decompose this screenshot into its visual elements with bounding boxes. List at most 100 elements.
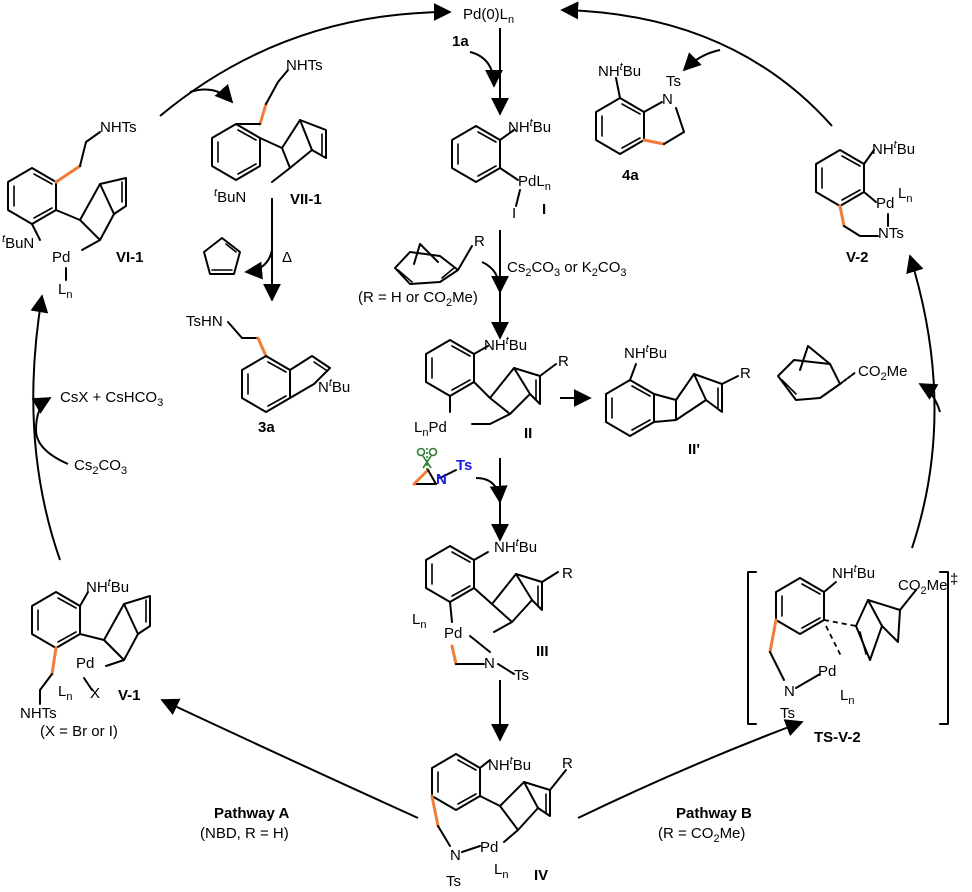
svg-text:V-2: V-2: [846, 249, 869, 266]
transition-state-TS-V2: ‡ NHtBu CO2Me Pd Ln N Ts TS-V-2: [747, 563, 958, 746]
svg-text:Cs2CO3: Cs2CO3: [74, 457, 127, 477]
intermediate-VI1: NHTs tBuN Pd Ln VI-1: [2, 119, 144, 301]
intermediate-V2: NHtBu Pd Ln NTs V-2: [815, 139, 915, 266]
arrow-cs2co3-in: [31, 397, 69, 465]
svg-text:NHtBu: NHtBu: [508, 117, 551, 136]
svg-text:IV: IV: [534, 867, 548, 884]
cyclopentadiene: Δ: [203, 237, 292, 275]
svg-text:Ln: Ln: [840, 687, 854, 707]
svg-text:NHtBu: NHtBu: [872, 139, 915, 158]
svg-text:N: N: [484, 655, 495, 672]
intermediate-II-prime: NHtBu R II': [605, 343, 751, 458]
svg-text:Ts: Ts: [666, 73, 681, 90]
svg-text:‡: ‡: [950, 571, 958, 588]
svg-text:NHTs: NHTs: [286, 57, 323, 74]
svg-text:NTs: NTs: [878, 225, 904, 242]
arrow-to-vii1: [189, 83, 234, 104]
svg-text:tBuN: tBuN: [214, 187, 246, 206]
svg-text:(R = H or CO2Me): (R = H or CO2Me): [358, 289, 478, 309]
svg-text:CsX + CsHCO3: CsX + CsHCO3: [60, 389, 163, 409]
svg-text:4a: 4a: [622, 167, 639, 184]
product-3a: TsHN NtBu 3a: [186, 313, 350, 436]
aziridine-ts: Ts: [456, 457, 472, 474]
svg-text:NHtBu: NHtBu: [598, 61, 641, 80]
svg-text:II: II: [524, 425, 532, 442]
arrow-v2-to-pd0: [560, 1, 833, 127]
svg-text:CO2Me: CO2Me: [858, 363, 907, 383]
substrate-1a-label: 1a: [452, 33, 469, 50]
svg-text:R: R: [474, 233, 485, 250]
product-4a: NHtBu N Ts 4a: [595, 61, 685, 184]
svg-text:TsHN: TsHN: [186, 313, 223, 330]
svg-text:VI-1: VI-1: [116, 249, 144, 266]
svg-text:Pd: Pd: [444, 625, 462, 642]
intermediate-I: NHtBu PdLn I I: [451, 117, 551, 222]
heat-triangle: Δ: [282, 249, 292, 266]
svg-text:CO2Me: CO2Me: [898, 577, 947, 597]
cycle-arrows: [30, 1, 941, 819]
svg-text:R: R: [562, 565, 573, 582]
svg-text:R: R: [562, 755, 573, 772]
svg-text:VII-1: VII-1: [290, 191, 322, 208]
scissors-icon: [416, 447, 438, 470]
svg-text:Ln: Ln: [494, 861, 508, 881]
arrow-cpd-out: [244, 249, 273, 280]
norbornene-ester: CO2Me: [777, 345, 907, 401]
svg-text:Pathway B: Pathway B: [676, 805, 752, 822]
svg-text:Ts: Ts: [446, 873, 461, 890]
svg-text:NHTs: NHTs: [100, 119, 137, 136]
intermediate-V1: NHtBu NHTs Pd Ln X V-1 (X = Br or I): [20, 577, 151, 740]
svg-text:(NBD, R = H): (NBD, R = H): [200, 825, 289, 842]
svg-text:LnPd: LnPd: [414, 419, 447, 439]
intermediate-II: NHtBu R LnPd II: [414, 335, 569, 442]
intermediate-IV: NHtBu R N Pd Ln Ts IV: [430, 753, 573, 890]
svg-text:Pd: Pd: [76, 655, 94, 672]
svg-text:Pd: Pd: [52, 249, 70, 266]
svg-text:Pd: Pd: [480, 839, 498, 856]
norbornene-reagent: R (R = H or CO2Me): [358, 233, 485, 309]
svg-text:III: III: [536, 643, 549, 660]
pathway-b-label: Pathway B (R = CO2Me): [658, 805, 752, 845]
svg-text:I: I: [512, 205, 516, 222]
svg-text:NHtBu: NHtBu: [86, 577, 129, 596]
svg-text:Pd: Pd: [818, 663, 836, 680]
svg-text:(X = Br or I): (X = Br or I): [40, 723, 118, 740]
svg-text:Ts: Ts: [514, 667, 529, 684]
svg-text:II': II': [688, 441, 700, 458]
svg-text:NHTs: NHTs: [20, 705, 57, 722]
svg-text:(R = CO2Me): (R = CO2Me): [658, 825, 745, 845]
base-regen-labels: CsX + CsHCO3 Cs2CO3: [60, 389, 163, 477]
svg-text:TS-V-2: TS-V-2: [814, 729, 861, 746]
arrow-4a-out: [682, 49, 721, 72]
arrow-aziridine-in: [475, 477, 508, 504]
svg-text:N: N: [450, 847, 461, 864]
intermediate-VII1: NHTs tBuN VII-1: [211, 57, 327, 208]
svg-text:Pd(0)Ln: Pd(0)Ln: [463, 6, 514, 26]
svg-text:Ln: Ln: [58, 683, 72, 703]
svg-text:tBuN: tBuN: [2, 233, 34, 252]
svg-text:Ln: Ln: [58, 281, 72, 301]
svg-text:N: N: [784, 683, 795, 700]
svg-text:Ts: Ts: [780, 705, 795, 722]
arrow-pathway-b: [577, 719, 804, 819]
arrow-ts-to-v2: [906, 254, 936, 549]
svg-text:NHtBu: NHtBu: [494, 537, 537, 556]
svg-text:NHtBu: NHtBu: [488, 755, 531, 774]
aziridine-reagent: N Ts: [412, 447, 472, 488]
svg-text:Pd: Pd: [876, 195, 894, 212]
intermediate-III: NHtBu R Ln Pd N Ts III: [412, 537, 573, 684]
arrow-nbd-in: [481, 261, 509, 294]
arrow-v1-to-vi1: [30, 294, 61, 561]
base-label: Cs2CO3 or K2CO3: [507, 259, 627, 279]
svg-text:NtBu: NtBu: [318, 377, 350, 396]
arrow-pathway-a: [160, 698, 419, 819]
svg-text:R: R: [740, 365, 751, 382]
arrow-ester-out: [918, 383, 941, 413]
svg-text:3a: 3a: [258, 419, 275, 436]
pathway-a-label: Pathway A (NBD, R = H): [200, 805, 289, 842]
svg-text:Pathway A: Pathway A: [214, 805, 289, 822]
svg-text:N: N: [662, 91, 673, 108]
svg-text:Cs2CO3 or K2CO3: Cs2CO3 or K2CO3: [507, 259, 627, 279]
svg-text:NHtBu: NHtBu: [624, 343, 667, 362]
